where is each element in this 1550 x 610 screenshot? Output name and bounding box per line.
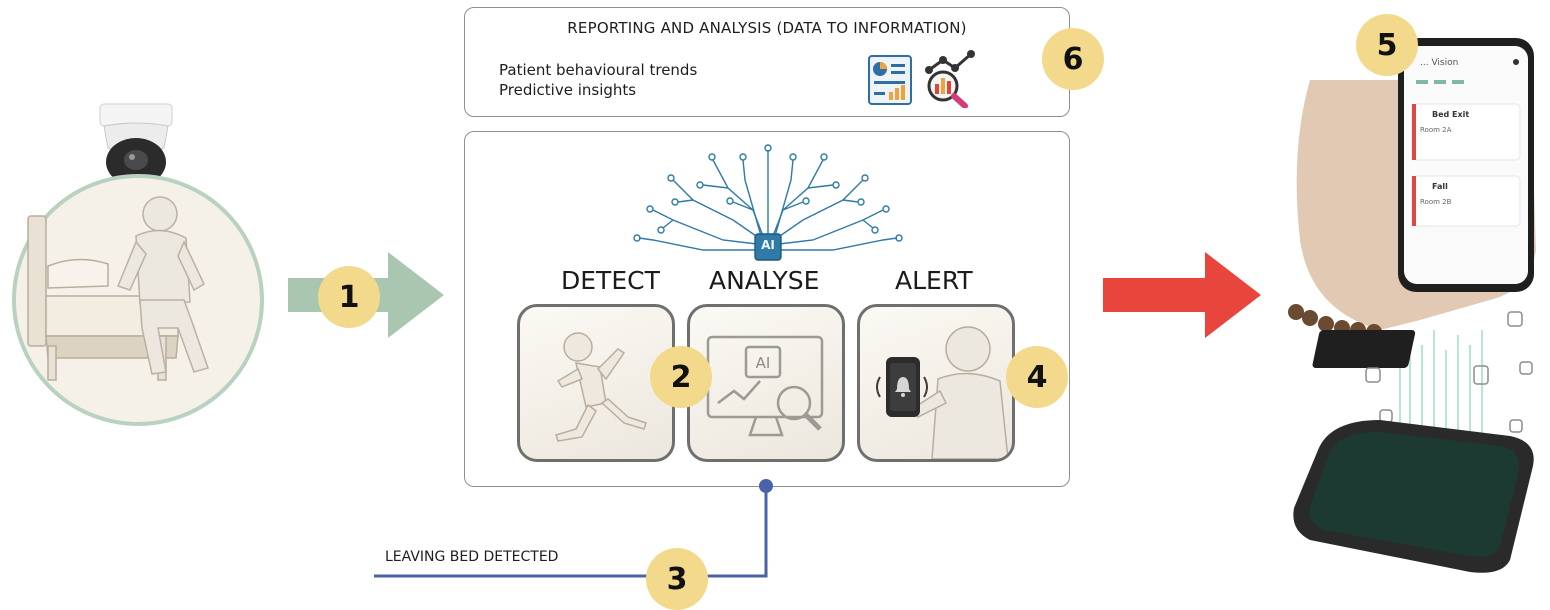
phone-scene: ... Vision Bed Exit Room 2A Fall Room 2B — [1270, 0, 1550, 579]
connector-label: LEAVING BED DETECTED — [385, 549, 559, 565]
reporting-title: REPORTING AND ANALYSIS (DATA TO INFORMAT… — [567, 19, 967, 37]
step-badge-6: 6 — [1042, 28, 1104, 90]
step-badge-5: 5 — [1356, 14, 1418, 76]
ai-chip-label: AI — [761, 238, 775, 252]
floating-app-icons — [1365, 311, 1533, 433]
output-arrow — [1103, 252, 1261, 338]
stage-label-detect: DETECT — [561, 266, 660, 295]
reporting-box: REPORTING AND ANALYSIS (DATA TO INFORMAT… — [464, 7, 1070, 117]
alert-tile — [857, 304, 1015, 462]
reporting-line-1: Patient behavioural trends — [499, 61, 698, 79]
detection-connector — [370, 476, 780, 579]
step-badge-2: 2 — [650, 346, 712, 408]
ai-analysis-monitor-icon: AI — [706, 335, 824, 437]
step-badge-1: 1 — [318, 266, 380, 328]
smartphone-icon — [1398, 38, 1534, 292]
stage-label-analyse: ANALYSE — [709, 266, 820, 295]
phone-alert-person-icon — [876, 326, 1009, 459]
phone-alert-2-label: Fall — [1432, 182, 1448, 191]
patient-scene — [8, 96, 268, 426]
phone-app-title: ... Vision — [1420, 58, 1459, 68]
phone-alert-2-room: Room 2B — [1420, 198, 1452, 206]
processing-box: AI DETECT ANALYSE ALERT — [464, 131, 1070, 487]
ai-circuit-icon: AI — [633, 140, 903, 270]
analytics-magnifier-icon — [921, 48, 983, 108]
seated-person-icon — [117, 196, 209, 375]
detect-tile — [517, 304, 675, 462]
phone-alert-1-label: Bed Exit — [1432, 110, 1470, 119]
step-badge-3: 3 — [646, 548, 708, 610]
step-badge-4: 4 — [1006, 346, 1068, 408]
report-document-icon — [867, 54, 913, 106]
reporting-line-2: Predictive insights — [499, 81, 637, 99]
falling-person-icon — [555, 332, 647, 442]
svg-text:AI: AI — [756, 354, 771, 372]
stage-label-alert: ALERT — [895, 266, 973, 295]
phone-alert-1-room: Room 2A — [1420, 126, 1452, 134]
ceiling-camera-icon — [99, 103, 173, 186]
